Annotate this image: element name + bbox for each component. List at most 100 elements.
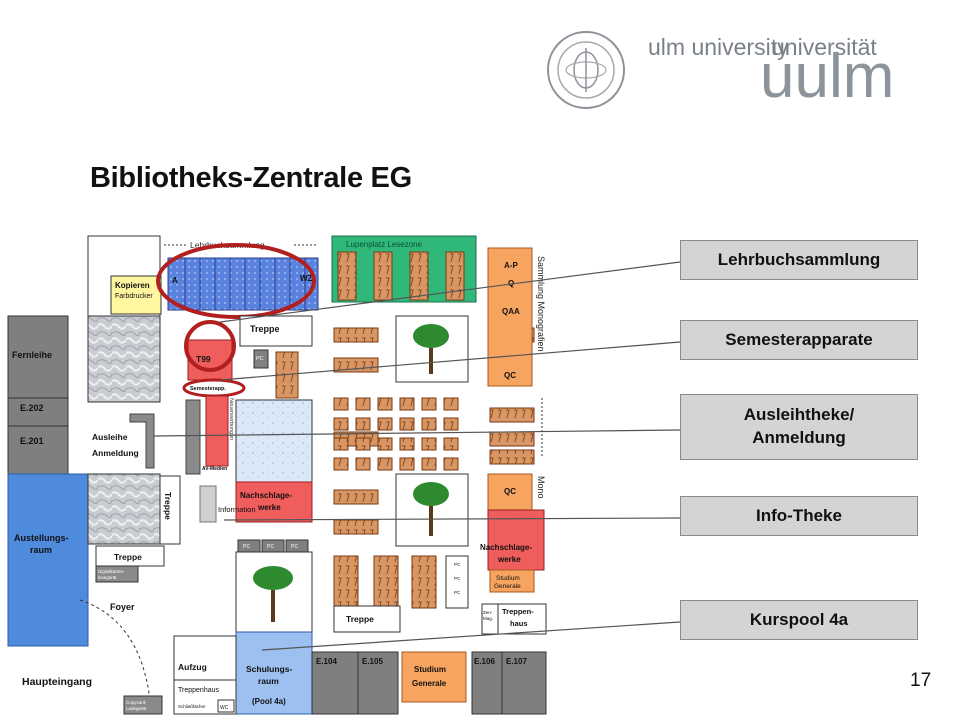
label-av: AV-Medien xyxy=(202,466,227,472)
label-qc: QC xyxy=(504,371,516,380)
studium-small xyxy=(489,569,535,593)
room-ausstellung xyxy=(7,473,89,647)
label-schulung-2: raum xyxy=(258,676,279,686)
label-ausstellung-2: raum xyxy=(30,545,52,555)
orange-shelves-mid xyxy=(487,473,533,511)
page-number: 17 xyxy=(910,670,932,691)
highlight-lehrbuch xyxy=(156,243,316,319)
label-schulung-1: Schulungs- xyxy=(246,664,292,674)
label-ausleihe: Ausleihe xyxy=(92,432,128,442)
lehrbuch-shelving xyxy=(167,257,319,311)
entrance-arc xyxy=(79,599,151,701)
info-desk xyxy=(199,485,217,523)
callout-kurspool: Kurspool 4a xyxy=(680,600,918,640)
page-title: Bibliotheks-Zentrale EG xyxy=(90,162,412,194)
room-fernleihe xyxy=(7,315,69,475)
label-pc-strip-2: PC xyxy=(454,576,461,581)
counter-strip xyxy=(185,399,201,475)
label-wc-left: WC xyxy=(220,705,229,711)
label-aufzug: Aufzug xyxy=(178,662,207,672)
label-ausstellung-1: Austellungs- xyxy=(14,533,69,543)
label-fernleihe: Fernleihe xyxy=(12,350,52,360)
label-ap: A-P xyxy=(504,261,518,270)
label-nachschlage-2: werke xyxy=(257,503,281,512)
label-e202: E.202 xyxy=(20,403,44,413)
label-sammlung: Sammlung Monografien xyxy=(536,256,546,352)
label-digital: Digitalkarten- xyxy=(98,569,125,574)
marble-block-2 xyxy=(87,473,161,545)
label-mono: Mono xyxy=(536,476,546,499)
nachschlage-left xyxy=(235,481,313,523)
label-treppe-top: Treppe xyxy=(250,324,280,334)
label-semesterapp: Semesterapp. xyxy=(190,386,227,392)
label-pool: (Pool 4a) xyxy=(252,697,286,706)
aufzug xyxy=(173,635,237,681)
label-treppenhaus-r-1: Treppen- xyxy=(502,607,534,616)
label-e106: E.106 xyxy=(474,657,495,666)
label-anmeldung: Anmeldung xyxy=(92,448,139,458)
label-studium-2: Generale xyxy=(412,679,447,688)
label-lesezone: Lupenplatz Lesezone xyxy=(346,240,423,249)
label-wz: WZ xyxy=(300,274,313,283)
ausleihe-counter xyxy=(129,413,155,469)
ice-block xyxy=(235,399,313,483)
treppe-top xyxy=(239,315,313,347)
logo-uulm: uulm xyxy=(760,42,894,111)
room-e107 xyxy=(501,651,547,715)
treppenhaus-right xyxy=(497,603,547,635)
university-seal xyxy=(547,31,625,109)
label-e201: E.201 xyxy=(20,436,44,446)
label-schliessfaecher: Schließfächer xyxy=(178,704,206,709)
label-haupteingang: Haupteingang xyxy=(22,676,92,688)
copycard-charger xyxy=(123,695,163,715)
label-copycard-2: Ladegerät xyxy=(126,706,147,711)
label-e107: E.107 xyxy=(506,657,527,666)
label-nachschlage-1: Nachschlage- xyxy=(240,491,292,500)
digital-reader xyxy=(95,565,139,583)
label-treppenhaus: Treppenhaus xyxy=(178,687,219,694)
treppe-bottom xyxy=(333,605,401,633)
av-shelf xyxy=(205,395,229,467)
callout-semesterapparate: Semesterapparate xyxy=(680,320,918,360)
label-treppenhaus-r-2: haus xyxy=(510,619,528,628)
label-studium-small-2: Generale xyxy=(494,583,521,590)
nachschlage-right xyxy=(487,509,545,571)
label-zen-1: Zen- xyxy=(483,610,493,615)
label-pc: PC xyxy=(256,356,264,362)
label-nachschlage-r-2: werke xyxy=(497,555,521,564)
treppe-vertical xyxy=(159,475,181,545)
callout-lehrbuchsammlung: Lehrbuchsammlung xyxy=(680,240,918,280)
label-kopieren: Kopieren xyxy=(115,281,150,290)
label-information: Information xyxy=(218,505,256,514)
room-e106 xyxy=(471,651,503,715)
label-qc2: QC xyxy=(504,487,516,496)
label-farbdrucker: Farbdrucker xyxy=(115,293,153,300)
label-e104: E.104 xyxy=(316,657,337,666)
logo-de: universität xyxy=(772,34,877,60)
highlight-t99 xyxy=(184,320,236,372)
label-e105: E.105 xyxy=(362,657,383,666)
label-qaa: QAA xyxy=(502,307,520,316)
label-treppe-vertical: Treppe xyxy=(163,492,173,520)
logo-en: ulm university xyxy=(648,34,789,60)
leader-lines xyxy=(153,261,681,651)
pc-box xyxy=(253,349,269,369)
label-zen-2: Mag. xyxy=(483,616,493,621)
marble-block-1 xyxy=(87,315,161,403)
label-pc-strip-3: PC xyxy=(454,590,461,595)
label-digital-2: lesegerät xyxy=(98,575,117,580)
label-pc-1: PC xyxy=(243,544,250,550)
orange-shelves-top xyxy=(487,247,533,387)
room-studium-generale xyxy=(401,651,467,703)
kopieren-area xyxy=(110,275,162,315)
callout-info-theke: Info-Theke xyxy=(680,496,918,536)
label-pc-3: PC xyxy=(291,544,298,550)
label-nachschlage-r-1: Nachschlage- xyxy=(480,543,532,552)
room-e105 xyxy=(357,651,399,715)
label-pc-strip-1: PC xyxy=(454,562,461,567)
label-neuerwerbungen: Neuerwerbungen xyxy=(228,398,234,440)
label-t99: T99 xyxy=(196,354,211,364)
tree-icon-mid xyxy=(413,482,449,536)
label-studium-small-1: Studium xyxy=(496,575,520,582)
